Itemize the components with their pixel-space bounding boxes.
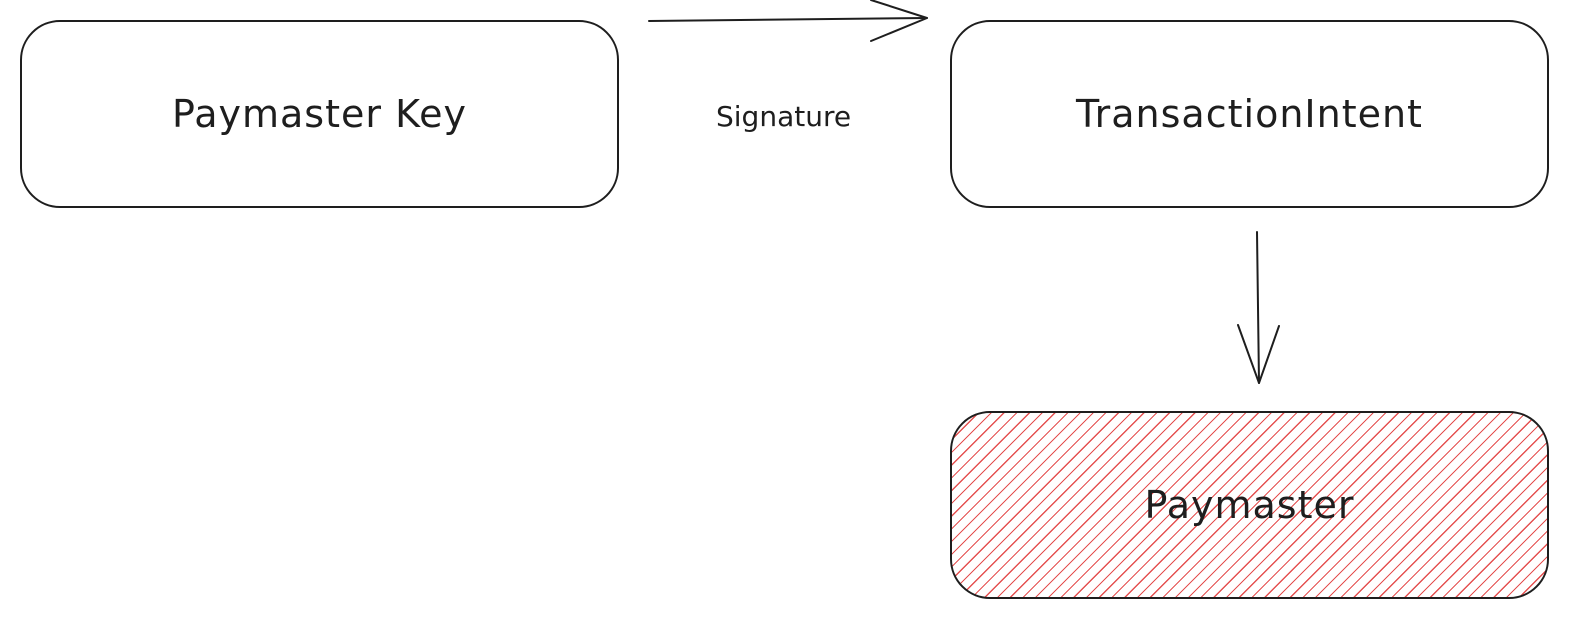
node-paymaster-key-label: Paymaster Key (172, 92, 467, 136)
signature-arrow (648, 0, 928, 42)
signature-arrow-head (870, 0, 928, 42)
down-arrow-head (1237, 324, 1280, 384)
node-paymaster-key[interactable]: Paymaster Key (20, 20, 619, 208)
node-paymaster[interactable]: Paymaster (950, 411, 1549, 599)
node-transaction-intent-label: TransactionIntent (1076, 92, 1423, 136)
signature-arrow-shaft (648, 17, 928, 22)
down-arrow-shaft (1256, 231, 1260, 384)
down-arrow (1237, 231, 1280, 384)
node-paymaster-label: Paymaster (1144, 483, 1355, 527)
node-transaction-intent[interactable]: TransactionIntent (950, 20, 1549, 208)
edge-signature-label: Signature (716, 100, 852, 133)
